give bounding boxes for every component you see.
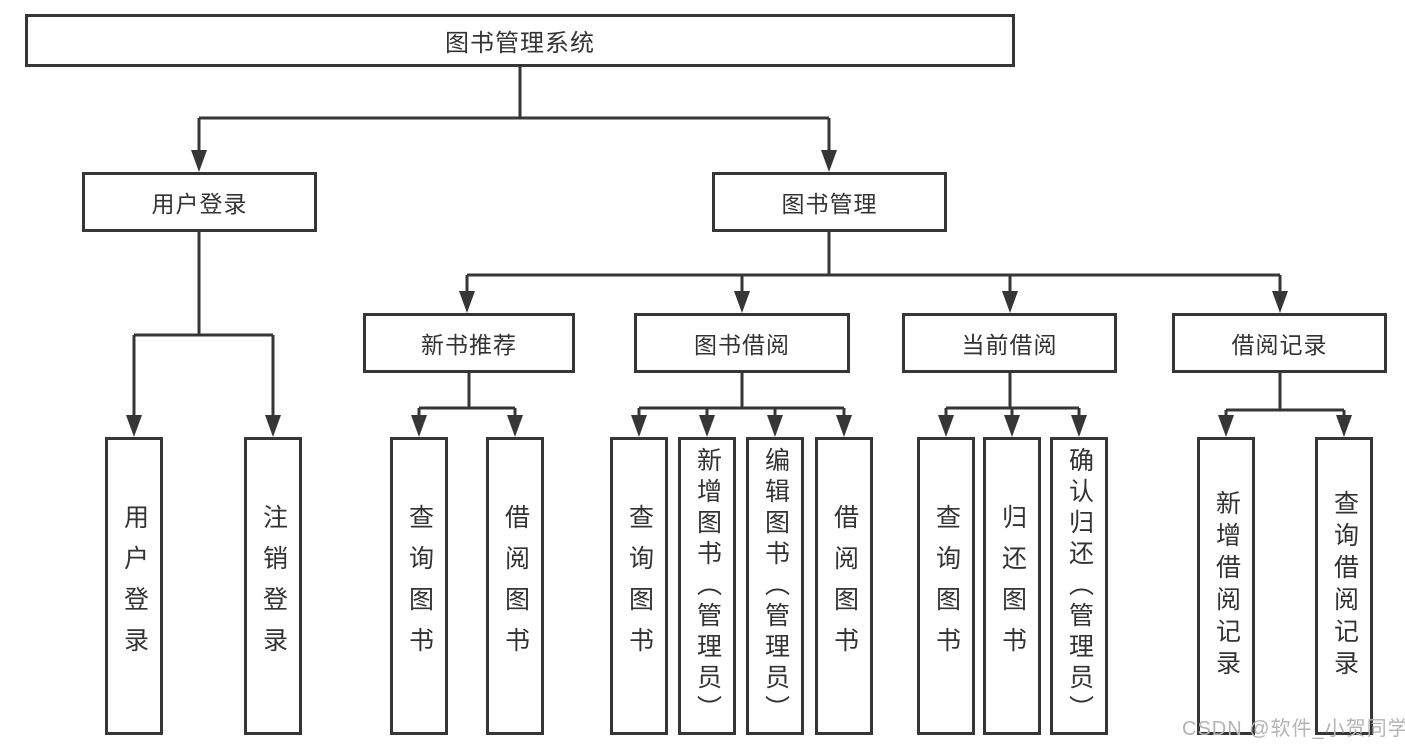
leaf-return-books: 归还图书 bbox=[983, 437, 1041, 735]
node-book-management: 图书管理 bbox=[712, 172, 947, 232]
node-book-borrowing: 图书借阅 bbox=[634, 313, 850, 373]
node-label: 新增借阅记录 bbox=[1212, 490, 1241, 682]
node-label: 图书管理系统 bbox=[445, 30, 595, 57]
leaf-add-books-admin: 新增图书（管理员） bbox=[678, 437, 736, 735]
node-label: 新书推荐 bbox=[421, 332, 517, 358]
node-label: 借阅图书 bbox=[501, 504, 530, 668]
node-label: 查询图书 bbox=[932, 504, 961, 668]
leaf-borrow-books-1: 借阅图书 bbox=[486, 437, 544, 735]
node-label: 图书管理 bbox=[781, 191, 878, 217]
node-label: 当前借阅 bbox=[961, 332, 1058, 358]
node-current-borrowing: 当前借阅 bbox=[902, 313, 1117, 373]
leaf-confirm-return-admin: 确认归还（管理员） bbox=[1050, 437, 1108, 735]
leaf-query-books-1: 查询图书 bbox=[390, 437, 448, 735]
node-library-system: 图书管理系统 bbox=[25, 14, 1015, 67]
leaf-user-login: 用户登录 bbox=[105, 437, 163, 735]
leaf-borrow-books-2: 借阅图书 bbox=[815, 437, 873, 735]
node-label: 查询借阅记录 bbox=[1330, 490, 1359, 682]
leaf-logout: 注销登录 bbox=[244, 437, 302, 735]
leaf-query-books-3: 查询图书 bbox=[917, 437, 975, 735]
node-user-login: 用户登录 bbox=[82, 172, 317, 232]
node-label: 查询图书 bbox=[625, 504, 654, 668]
node-label: 新增图书（管理员） bbox=[693, 446, 722, 726]
csdn-watermark: CSDN @软件_小贺同学 bbox=[1182, 718, 1405, 740]
leaf-query-books-2: 查询图书 bbox=[610, 437, 668, 735]
node-label: 图书借阅 bbox=[694, 332, 790, 358]
node-label: 编辑图书（管理员） bbox=[761, 446, 790, 726]
leaf-edit-books-admin: 编辑图书（管理员） bbox=[746, 437, 804, 735]
node-new-book-recommend: 新书推荐 bbox=[363, 313, 575, 373]
node-label: 归还图书 bbox=[998, 504, 1027, 668]
node-label: 借阅记录 bbox=[1231, 332, 1328, 358]
node-label: 用户登录 bbox=[120, 504, 149, 668]
node-label: 借阅图书 bbox=[830, 504, 859, 668]
node-label: 确认归还（管理员） bbox=[1065, 446, 1094, 726]
node-borrowing-records: 借阅记录 bbox=[1172, 313, 1387, 373]
node-label: 注销登录 bbox=[259, 504, 288, 668]
leaf-add-borrow-record: 新增借阅记录 bbox=[1197, 437, 1255, 735]
node-label: 用户登录 bbox=[151, 191, 248, 217]
node-label: 查询图书 bbox=[405, 504, 434, 668]
leaf-query-borrow-record: 查询借阅记录 bbox=[1315, 437, 1373, 735]
